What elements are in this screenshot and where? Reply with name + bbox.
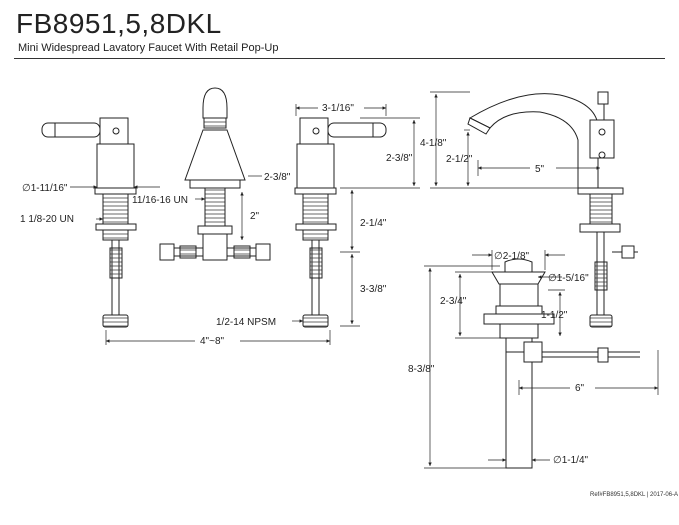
dim-supply-thread: 1/2-14 NPSM (216, 317, 276, 328)
model-number: FB8951,5,8DKL (16, 8, 222, 39)
pop-up-drain (483, 258, 640, 469)
dim-overall-height: 4-1/8" (420, 138, 447, 149)
spout-body (184, 129, 246, 181)
header-rule (14, 58, 665, 59)
dim-valve-shank: 2-1/4" (360, 218, 387, 229)
dim-handle-length: 3-1/16" (322, 103, 354, 114)
spout-front-view (159, 87, 271, 261)
dim-spout-thread: 11/16-16 UN (132, 195, 188, 206)
product-description: Mini Widespread Lavatory Faucet With Ret… (18, 42, 279, 54)
dim-spout-height: 2-3/8" (264, 172, 291, 183)
dim-drain-body-diameter: ∅1-5/16" (548, 273, 589, 284)
dim-tailpiece-diameter: ∅1-1/4" (553, 455, 589, 466)
left-handle-hub (99, 117, 129, 145)
dim-drain-thread-height: 1-1/2" (541, 310, 568, 321)
dim-handle-height: 2-3/8" (386, 153, 413, 164)
left-lever-handle (41, 122, 101, 138)
left-handle-valve (41, 117, 137, 328)
side-spout-body (468, 93, 599, 189)
side-view-assembly (467, 91, 638, 328)
reference-number: Ref#FB8951,5,8DKL | 2017-06-A (590, 492, 678, 498)
dim-spout-clearance: 2-1/2" (446, 154, 473, 165)
dim-drain-flange-diameter: ∅2-1/8" (494, 251, 530, 262)
dim-valve-thread: 1 1/8-20 UN (20, 214, 74, 225)
dimension-lines (70, 91, 659, 469)
right-handle-valve (294, 117, 387, 328)
dim-drain-body-height: 2-3/4" (440, 296, 467, 307)
dim-drain-overall-height: 8-3/8" (408, 364, 435, 375)
dim-spout-shank: 2" (250, 211, 260, 222)
dim-center-spread: 4"~8" (200, 336, 225, 347)
dim-left-escutcheon-diameter: ∅1-11/16" (22, 183, 68, 194)
dim-supply-length: 3-3/8" (360, 284, 387, 295)
dim-spout-reach: 5" (535, 164, 545, 175)
drain-flange (491, 271, 546, 285)
dim-pivot-rod-length: 6" (575, 383, 585, 394)
